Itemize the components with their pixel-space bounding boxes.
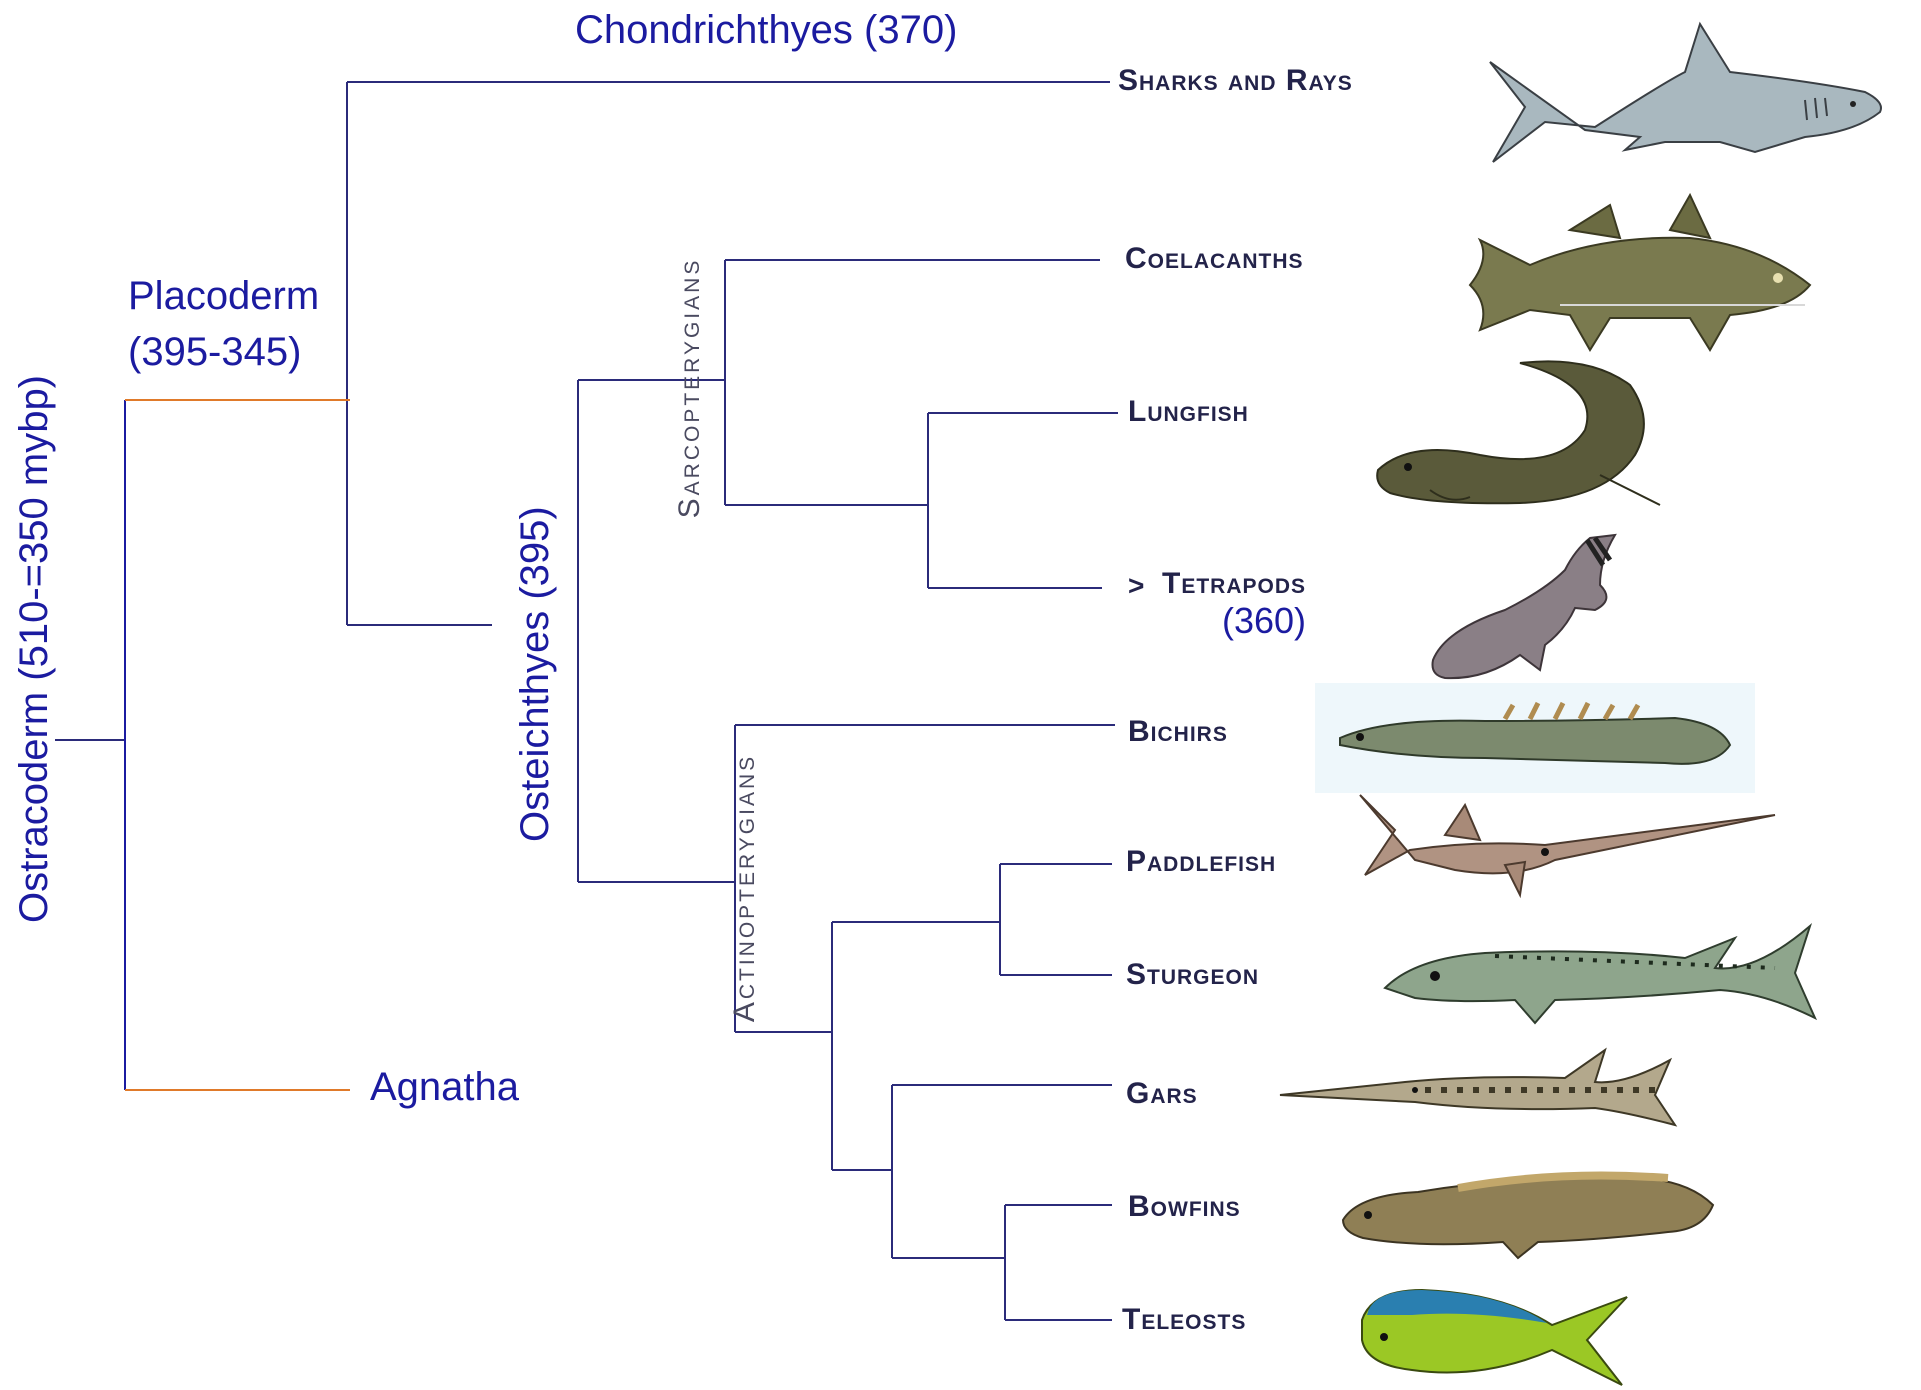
- taxon-teleosts: Teleosts: [1122, 1303, 1246, 1337]
- gar-illustration: [1275, 1040, 1680, 1130]
- bowfin-illustration: [1338, 1170, 1718, 1260]
- taxon-paddlefish: Paddlefish: [1126, 845, 1276, 879]
- chondrichthyes-label: Chondrichthyes (370): [575, 8, 957, 53]
- coelacanth-illustration: [1460, 190, 1835, 355]
- actinopterygians-label: Actinopterygians: [728, 703, 764, 1073]
- tetrapod-illustration: [1425, 530, 1645, 685]
- taxon-sturgeon: Sturgeon: [1126, 958, 1259, 992]
- taxon-tetrapods: Tetrapods: [1162, 567, 1306, 601]
- taxon-sharks-and-rays: Sharks and Rays: [1118, 64, 1353, 98]
- tree-branches: [55, 82, 1118, 1320]
- taxon-lungfish: Lungfish: [1128, 395, 1249, 429]
- osteichthyes-label: Osteichthyes (395): [513, 512, 559, 842]
- agnatha-label: Agnatha: [370, 1065, 519, 1110]
- lungfish-illustration: [1370, 355, 1670, 515]
- placoderm-dates-label: (395-345): [128, 330, 301, 375]
- taxon-bowfins: Bowfins: [1128, 1190, 1241, 1224]
- bichir-illustration: [1315, 683, 1755, 793]
- paddlefish-illustration: [1355, 790, 1780, 900]
- shark-illustration: [1485, 12, 1921, 177]
- placoderm-label: Placoderm: [128, 274, 319, 319]
- sarcopterygians-label: Sarcopterygians: [673, 238, 709, 538]
- taxon-bichirs: Bichirs: [1128, 715, 1228, 749]
- teleost-illustration: [1352, 1285, 1632, 1390]
- taxon-coelacanths: Coelacanths: [1125, 242, 1304, 276]
- taxon-tetrapods-prefix: >: [1128, 570, 1145, 602]
- basal-branches: [125, 400, 350, 1090]
- taxon-gars: Gars: [1126, 1077, 1198, 1111]
- ostracoderm-label: Ostracoderm (510-=350 mybp): [12, 393, 58, 923]
- sturgeon-illustration: [1375, 918, 1820, 1033]
- tetrapods-date-label: (360): [1222, 600, 1306, 642]
